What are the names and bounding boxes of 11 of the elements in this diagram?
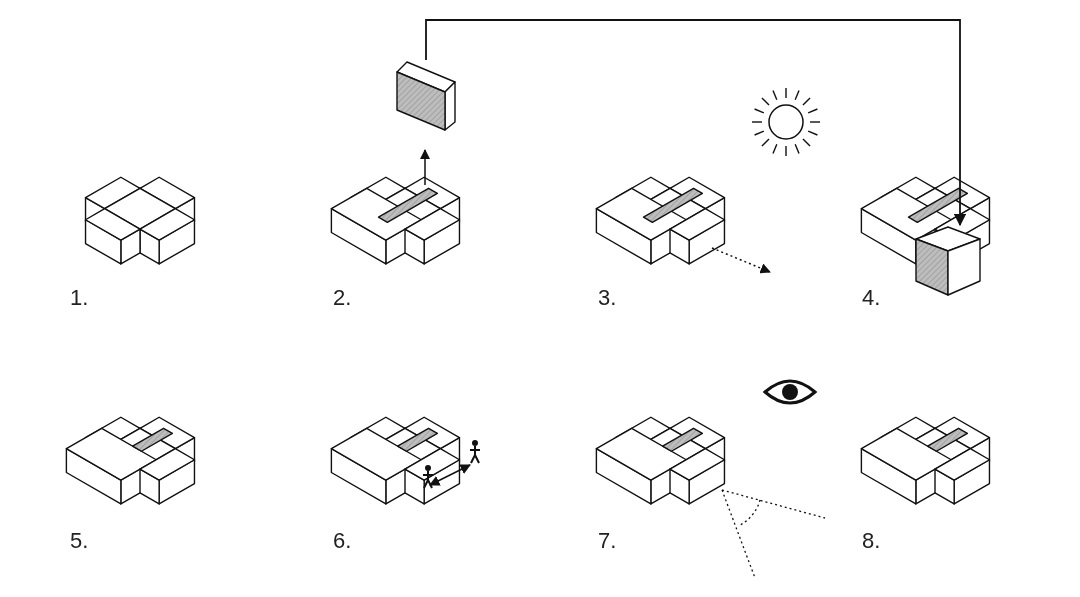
wall-slab-drawing (395, 60, 457, 132)
step-number: 2. (333, 285, 352, 311)
step-number: 7. (598, 528, 617, 554)
step-number: 8. (862, 528, 881, 554)
step-number: 4. (862, 285, 881, 311)
arrow (425, 19, 967, 227)
step-number: 1. (70, 285, 89, 311)
step-number: 6. (333, 528, 352, 554)
block-drawing (913, 225, 983, 297)
step-number: 5. (70, 528, 89, 554)
step-number: 3. (598, 285, 617, 311)
